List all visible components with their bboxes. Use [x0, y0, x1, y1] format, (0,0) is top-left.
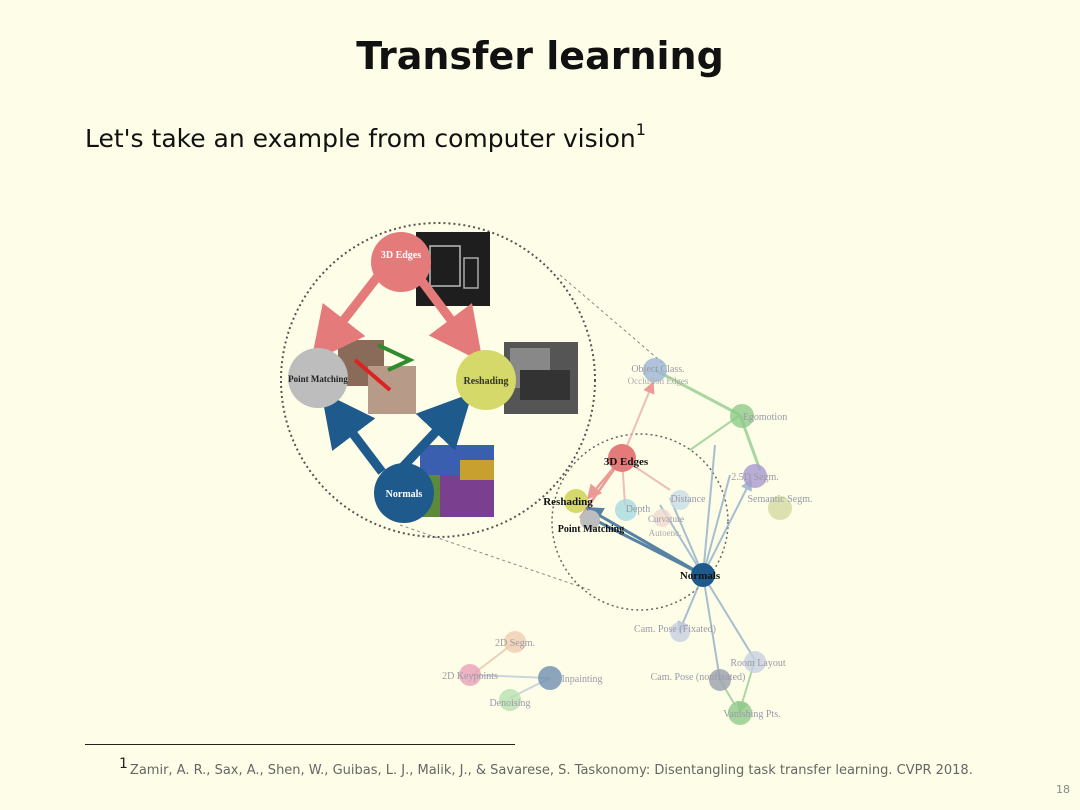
node-semantic [768, 496, 792, 520]
node-cam-pose-nonfix-label: Cam. Pose (nonfixated) [651, 672, 746, 683]
node-layout [743, 464, 767, 488]
node-3d-edges-zoom [371, 232, 431, 292]
body-text: Let's take an example from computer visi… [85, 120, 646, 153]
arrow-edges-to-pointmatching [310, 273, 382, 363]
node-semantic-label: Semantic Segm. [748, 494, 813, 505]
node-segm2d-label: 2D Segm. [495, 638, 535, 649]
arrow-normals-to-pointmatching [321, 391, 386, 475]
node-3d-edges-zoom-label: 3D Edges [381, 250, 421, 261]
zoom-connector-top [559, 274, 666, 366]
node-point-matching-graph-label: Point Matching [558, 524, 624, 535]
node-denoising-label: Denoising [489, 698, 530, 709]
node-vanishing-points [728, 701, 752, 725]
node-object-class-label: Object Class. [631, 364, 684, 375]
node-denoising [499, 689, 521, 711]
node-egomotion [730, 404, 754, 428]
node-depth [615, 499, 637, 521]
node-egomotion-label: Egomotion [743, 412, 787, 423]
node-cam-pose-nonfixated [709, 669, 731, 691]
node-layout-label: 2.5D Segm. [731, 472, 779, 483]
node-normals-zoom-label: Normals [386, 489, 423, 500]
node-3d-edges-graph-label: 3D Edges [604, 456, 649, 468]
footnote-mark: 1 [119, 756, 128, 772]
node-reshading-zoom [456, 350, 516, 410]
arrow-edges-to-reshading [414, 273, 483, 363]
node-reshading-graph [564, 489, 588, 513]
node-vanishing-label: Vanishing Pts. [723, 709, 780, 720]
node-normals-graph-label: Normals [680, 570, 721, 582]
node-room-layout-label: Room Layout [730, 658, 785, 669]
graph-focus-circle [551, 433, 729, 611]
node-depth-label: Depth [626, 504, 650, 515]
node-inpainting [538, 666, 562, 690]
node-keypoints2d-label: 2D Keypoints [442, 671, 498, 682]
node-object-class [643, 358, 667, 382]
node-curvature-label: Curvature [648, 514, 684, 524]
node-reshading-graph-label: Reshading [543, 496, 593, 508]
footnote-text: Zamir, A. R., Sax, A., Shen, W., Guibas,… [129, 763, 973, 778]
footnote-rule [85, 744, 515, 745]
page-number: 18 [1056, 783, 1070, 796]
node-normals-zoom [374, 463, 434, 523]
body-text-content: Let's take an example from computer visi… [85, 124, 636, 153]
node-room-layout [744, 651, 766, 673]
taskonomy-figure: 3D Edges Point Matching Reshading Normal… [280, 222, 813, 725]
node-occlusion-label: Occlusion Edges [628, 376, 689, 386]
node-point-matching-graph [580, 510, 600, 530]
node-3d-edges-graph [608, 444, 636, 472]
node-distance-label: Distance [671, 494, 707, 505]
node-cam-pose-fix-label: Cam. Pose (Fixated) [634, 624, 716, 635]
node-cam-pose-fixated [670, 622, 690, 642]
zoom-circle [280, 222, 596, 538]
point-matching-thumbnail-2 [368, 366, 416, 414]
node-2d-segm [504, 631, 526, 653]
node-point-matching-zoom [288, 348, 348, 408]
arrow-normals-to-reshading [394, 392, 473, 476]
node-normals-graph [691, 563, 715, 587]
node-inpainting-label: Inpainting [561, 674, 602, 685]
node-point-matching-zoom-label: Point Matching [288, 374, 348, 384]
node-autoenc-label: Autoenc. [649, 528, 682, 538]
node-2d-keypoints [459, 664, 481, 686]
slide-title: Transfer learning [356, 34, 724, 78]
node-reshading-zoom-label: Reshading [463, 376, 508, 387]
footnote-reference: 1 [635, 120, 646, 139]
node-distance [670, 490, 690, 510]
node-curvature [653, 509, 671, 527]
